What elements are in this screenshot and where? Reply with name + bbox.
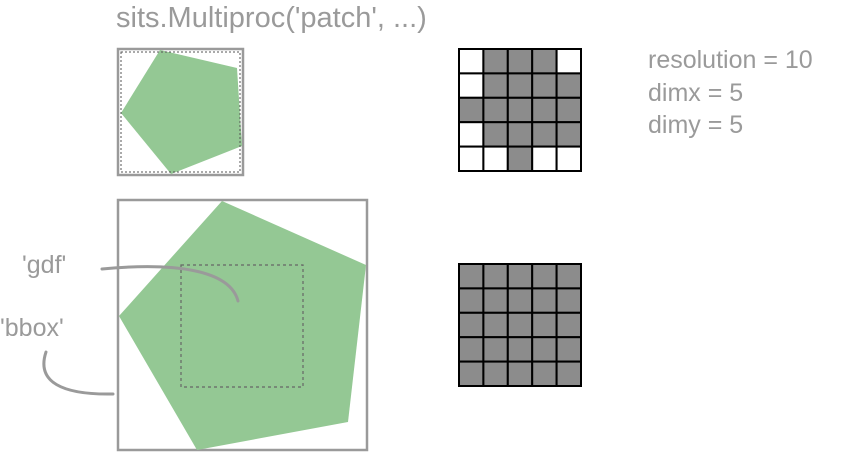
patch-mask-top-cell	[555, 145, 582, 173]
gdf-label: 'gdf'	[22, 251, 67, 279]
patch-mask-bottom-cell	[482, 336, 509, 363]
patch-mask-bottom-cell	[506, 336, 534, 363]
patch-mask-bottom-cell	[555, 287, 582, 314]
patch-mask-top-cell	[482, 48, 509, 75]
patch-mask-bottom-cell	[555, 360, 582, 388]
patch-mask-bottom-cell	[482, 287, 509, 314]
patch-mask-bottom-cell	[531, 336, 558, 363]
patch-mask-top-cell	[458, 121, 485, 148]
patch-mask-top-cell	[506, 48, 534, 75]
patch-mask-bottom-cell	[506, 360, 534, 388]
patch-mask-bottom-cell	[458, 336, 485, 363]
patch-mask-bottom-cell	[531, 287, 558, 314]
resolution-param: resolution = 10	[648, 46, 813, 74]
patch-mask-top-cell	[531, 96, 558, 124]
patch-mask-top-cell	[458, 96, 485, 124]
patch-mask-top-cell	[531, 145, 558, 173]
patch-mask-bottom-cell	[531, 360, 558, 388]
patch-mask-top-cell	[458, 48, 485, 75]
patch-mask-top-cell	[482, 96, 509, 124]
patch-mask-top-cell	[531, 72, 558, 99]
patch-mask-top-cell	[482, 121, 509, 148]
small-polygon	[121, 50, 242, 174]
patch-mask-top-cell	[506, 72, 534, 99]
patch-mask-bottom-cell	[458, 263, 485, 290]
patch-mask-bottom-cell	[555, 311, 582, 339]
patch-mask-bottom-cell	[555, 263, 582, 290]
patch-mask-bottom-cell	[531, 263, 558, 290]
patch-mask-top-cell	[458, 72, 485, 99]
patch-mask-top-cell	[555, 96, 582, 124]
patch-mask-grid-top	[458, 48, 582, 173]
patch-mask-top-cell	[555, 72, 582, 99]
patch-mask-top-cell	[506, 145, 534, 173]
patch-mask-top-cell	[482, 145, 509, 173]
bbox-label: 'bbox'	[0, 314, 64, 342]
patch-mask-bottom-cell	[506, 311, 534, 339]
patch-mask-bottom-cell	[531, 311, 558, 339]
patch-mask-bottom-cell	[506, 287, 534, 314]
patch-mask-top-cell	[555, 48, 582, 75]
patch-mask-top-cell	[458, 145, 485, 173]
patch-mask-top-cell	[506, 96, 534, 124]
patch-mask-bottom-cell	[555, 336, 582, 363]
patch-mask-bottom-cell	[458, 287, 485, 314]
patch-mask-bottom-cell	[458, 311, 485, 339]
patch-mask-bottom-cell	[458, 360, 485, 388]
patch-mask-top-cell	[555, 121, 582, 148]
gdf-leader-line	[100, 265, 240, 303]
page-title: sits.Multiproc('patch', ...)	[116, 2, 427, 34]
patch-mask-bottom-cell	[482, 360, 509, 388]
patch-mask-bottom-cell	[506, 263, 534, 290]
patch-mask-bottom-cell	[482, 311, 509, 339]
small-bbox-dashed	[120, 51, 241, 173]
dimx-param: dimx = 5	[648, 79, 744, 107]
patch-mask-top-cell	[531, 121, 558, 148]
large-polygon	[119, 201, 366, 450]
dimy-param: dimy = 5	[648, 111, 744, 139]
bbox-leader-line	[42, 350, 115, 396]
patch-mask-top-cell	[531, 48, 558, 75]
patch-mask-top-cell	[482, 72, 509, 99]
patch-mask-top-cell	[506, 121, 534, 148]
large-bbox-dashed	[180, 264, 304, 388]
patch-mask-bottom-cell	[482, 263, 509, 290]
patch-mask-grid-bottom	[458, 263, 582, 388]
